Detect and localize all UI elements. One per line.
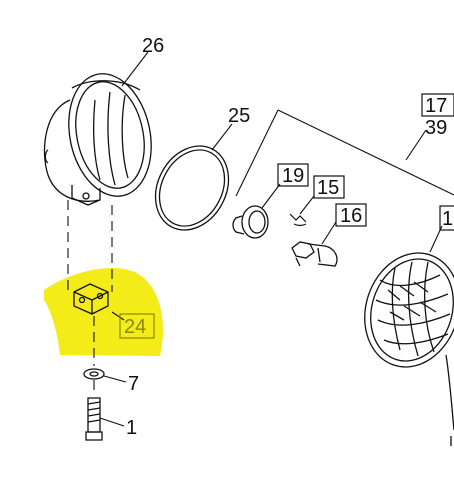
callout-15-box: [313, 175, 345, 199]
callout-17-box: [421, 93, 454, 117]
callout-39[interactable]: 39: [425, 117, 447, 139]
callout-26[interactable]: 26: [142, 35, 164, 57]
part-26-lamp-housing[interactable]: [43, 66, 162, 206]
callout-1-right[interactable]: 1: [442, 208, 453, 230]
part-7-washer[interactable]: [83, 368, 105, 380]
callout-16-box: [335, 203, 367, 227]
part-15-spring-clip[interactable]: [289, 213, 307, 227]
part-25-retaining-ring[interactable]: [141, 133, 242, 243]
callout-16[interactable]: 16: [340, 205, 362, 227]
part-16-bulb[interactable]: [291, 241, 338, 267]
callout-1-bolt[interactable]: 1: [126, 417, 137, 439]
leader-lines: [99, 51, 454, 427]
callout-1-right-box: [439, 205, 454, 231]
highlight-region: [44, 268, 163, 356]
callout-24-box: [119, 313, 155, 339]
part-1-sealed-beam[interactable]: [350, 241, 454, 431]
callout-25[interactable]: 25: [228, 105, 250, 127]
callout-17[interactable]: 17: [425, 95, 447, 117]
callout-15[interactable]: 15: [317, 177, 339, 199]
part-24-mounting-block[interactable]: [73, 283, 109, 315]
part-1-bolt[interactable]: [85, 397, 103, 441]
assembly-lines: [67, 200, 113, 396]
callout-labels: 26 25 17 39 19 15 16 1 24 7 1: [119, 35, 454, 439]
callout-19-box: [277, 163, 309, 187]
part-19-grommet[interactable]: [232, 205, 269, 239]
callout-7[interactable]: 7: [128, 373, 139, 395]
callout-24[interactable]: 24: [124, 316, 146, 338]
callout-19[interactable]: 19: [282, 165, 304, 187]
